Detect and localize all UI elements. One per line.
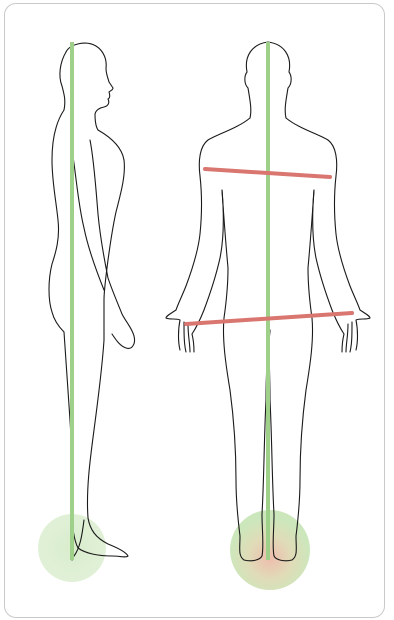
side-view-figure bbox=[49, 43, 135, 560]
